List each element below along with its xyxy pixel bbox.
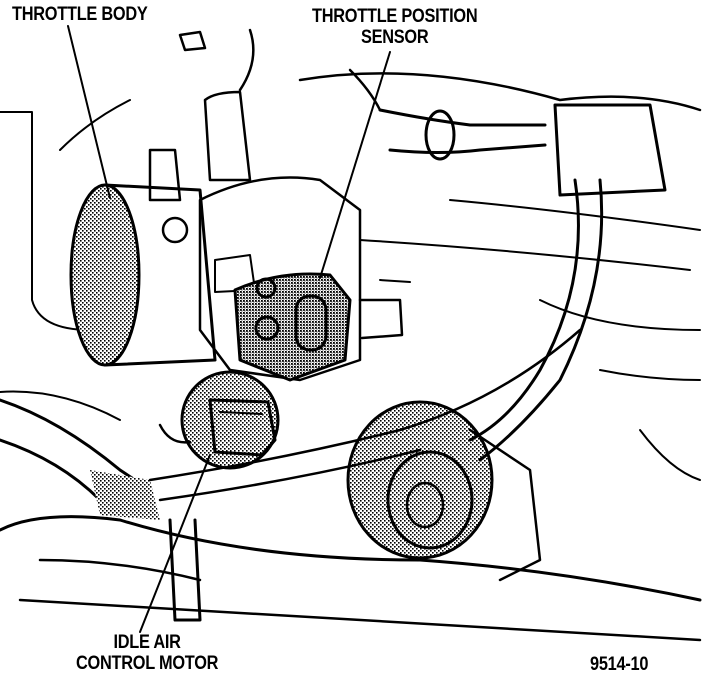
figure-number-text: 9514-10	[590, 654, 649, 675]
label-tps-line-1: THROTTLE POSITION	[312, 6, 478, 27]
leader-throttle-position-sensor	[319, 51, 391, 279]
label-iac-line-2: CONTROL MOTOR	[76, 653, 219, 674]
label-idle-air-control-motor: IDLE AIR CONTROL MOTOR	[76, 632, 218, 674]
hoses-and-wiring	[0, 28, 702, 642]
leader-throttle-body	[67, 25, 111, 199]
leader-lines	[67, 25, 391, 633]
figure-number: 9514-10	[590, 654, 648, 675]
throttle-position-sensor-part	[233, 272, 411, 382]
label-throttle-body-text: THROTTLE BODY	[12, 4, 148, 25]
label-iac-line-1: IDLE AIR	[113, 632, 181, 653]
label-throttle-position-sensor: THROTTLE POSITION SENSOR	[312, 6, 478, 48]
pulley-assembly	[346, 400, 542, 582]
leader-idle-air-control-motor	[139, 454, 211, 633]
idle-air-control-motor-part	[158, 370, 280, 470]
label-throttle-body: THROTTLE BODY	[12, 4, 148, 25]
throttle-body-part	[69, 90, 362, 382]
label-tps-line-2: SENSOR	[360, 27, 429, 48]
